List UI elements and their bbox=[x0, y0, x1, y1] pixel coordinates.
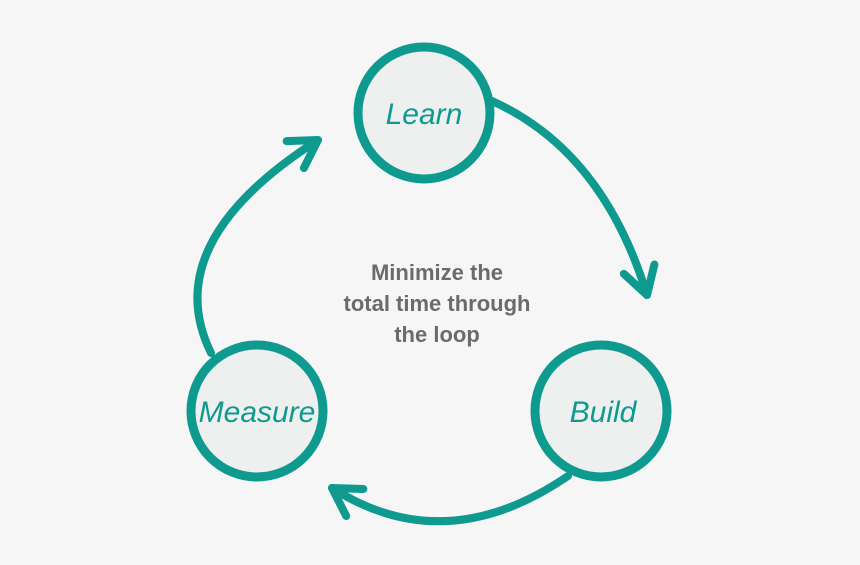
center-caption: Minimize the total time through the loop bbox=[344, 260, 531, 347]
node-learn-label: Learn bbox=[386, 98, 463, 131]
node-build-label: Build bbox=[570, 396, 638, 429]
arrow-measure-to-learn-icon bbox=[193, 136, 322, 357]
node-learn: Learn bbox=[353, 42, 495, 184]
center-caption-line-2: total time through bbox=[344, 291, 531, 316]
node-measure-circle bbox=[186, 340, 328, 482]
arrow-learn-to-build-icon bbox=[488, 97, 659, 299]
node-learn-circle bbox=[353, 42, 495, 184]
node-measure-label: Measure bbox=[199, 396, 316, 429]
node-measure: Measure bbox=[186, 340, 328, 482]
center-caption-line-3: the loop bbox=[394, 322, 480, 347]
node-build: Build bbox=[530, 340, 672, 482]
node-build-circle bbox=[530, 340, 672, 482]
center-caption-line-1: Minimize the bbox=[371, 260, 503, 285]
arrow-build-to-measure-icon bbox=[328, 472, 572, 526]
